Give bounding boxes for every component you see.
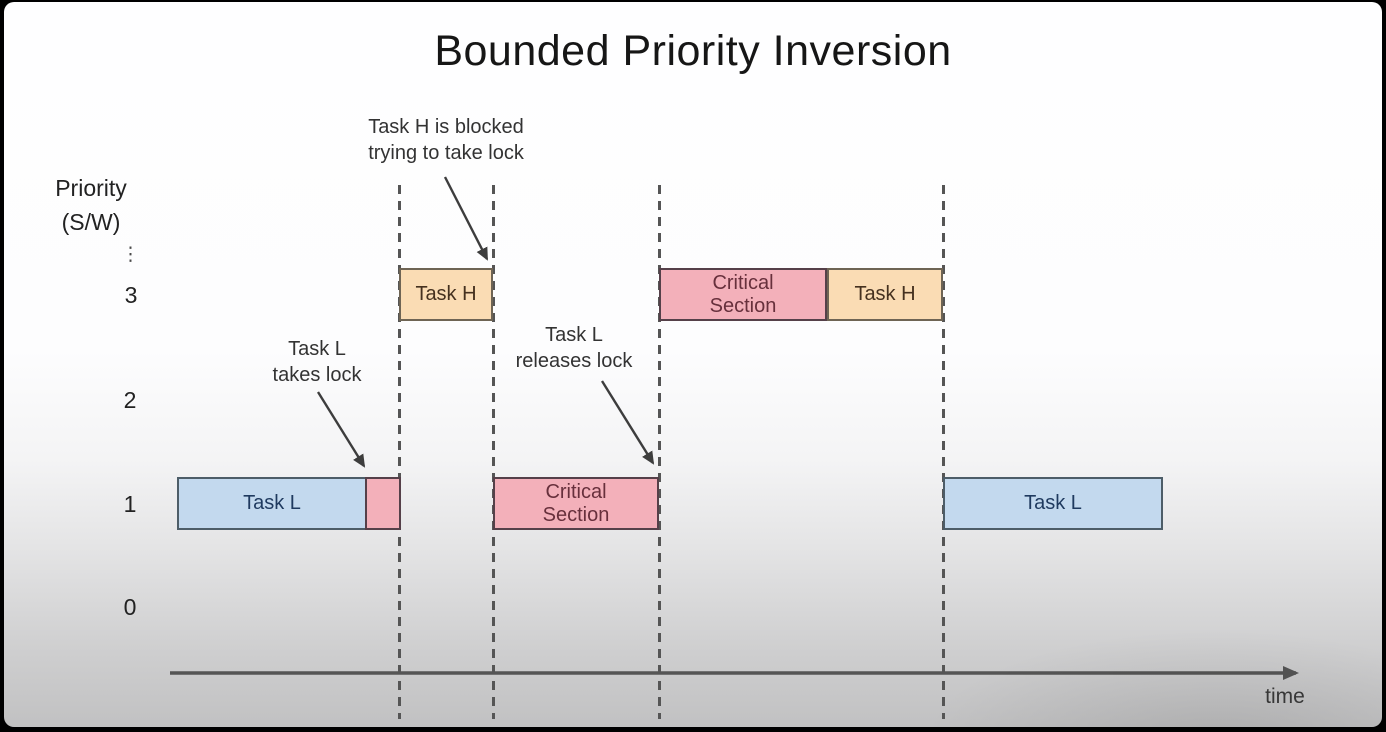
diagram-stage: Bounded Priority Inversion Priority (S/W…: [4, 2, 1382, 727]
task-h-bar-1: Task H: [399, 268, 493, 321]
y-axis-label: Priority (S/W): [38, 171, 144, 239]
page-title: Bounded Priority Inversion: [434, 27, 952, 75]
y-axis-tick-3: 3: [124, 282, 138, 308]
task-h-bar-1-label: Task H: [415, 283, 477, 305]
task-h-blocked-arrow: [443, 176, 489, 261]
timeline-divider-4: [941, 185, 945, 719]
y-axis-label-line2: (S/W): [61, 209, 121, 235]
task-l-bar-1-label: Task L: [243, 492, 301, 514]
arrow-layer: [170, 176, 1299, 680]
task-l-bar-1: Task L: [177, 477, 367, 530]
task-l-bar-2: Task L: [943, 477, 1163, 530]
task-l-releases-lock-annotation: Task L releases lock: [515, 324, 633, 372]
task-h-bar-2-label: Task H: [854, 283, 916, 305]
slide-background: Bounded Priority Inversion Priority (S/W…: [4, 2, 1382, 727]
task-l-bar-2-label: Task L: [1024, 492, 1082, 514]
preemption-sliver-bar: [365, 477, 401, 530]
y-axis-label-line1: Priority: [55, 175, 127, 201]
time-axis-label: time: [1265, 685, 1305, 708]
task-l-takes-lock-arrow: [316, 391, 366, 468]
y-axis-tick-0: 0: [123, 594, 137, 620]
critical-section-bar-2: Critical Section: [659, 268, 827, 321]
task-h-bar-2: Task H: [827, 268, 943, 321]
task-l-takes-lock-annotation: Task L takes lock: [272, 338, 362, 386]
task-h-blocked-annotation: Task H is blocked trying to take lock: [368, 116, 524, 164]
critical-section-bar-2-label: Critical Section: [709, 271, 777, 317]
y-axis-tick-2: 2: [123, 387, 137, 413]
timeline-divider-3: [657, 185, 661, 719]
timeline-divider-2: [491, 185, 495, 719]
y-axis-tick-1: 1: [123, 491, 137, 517]
critical-section-bar-1-label: Critical Section: [542, 480, 610, 526]
timeline-divider-1: [397, 185, 401, 719]
task-l-releases-lock-arrow: [600, 380, 655, 465]
y-axis-ellipsis: ⋮: [121, 244, 141, 265]
critical-section-bar-1: Critical Section: [493, 477, 659, 530]
